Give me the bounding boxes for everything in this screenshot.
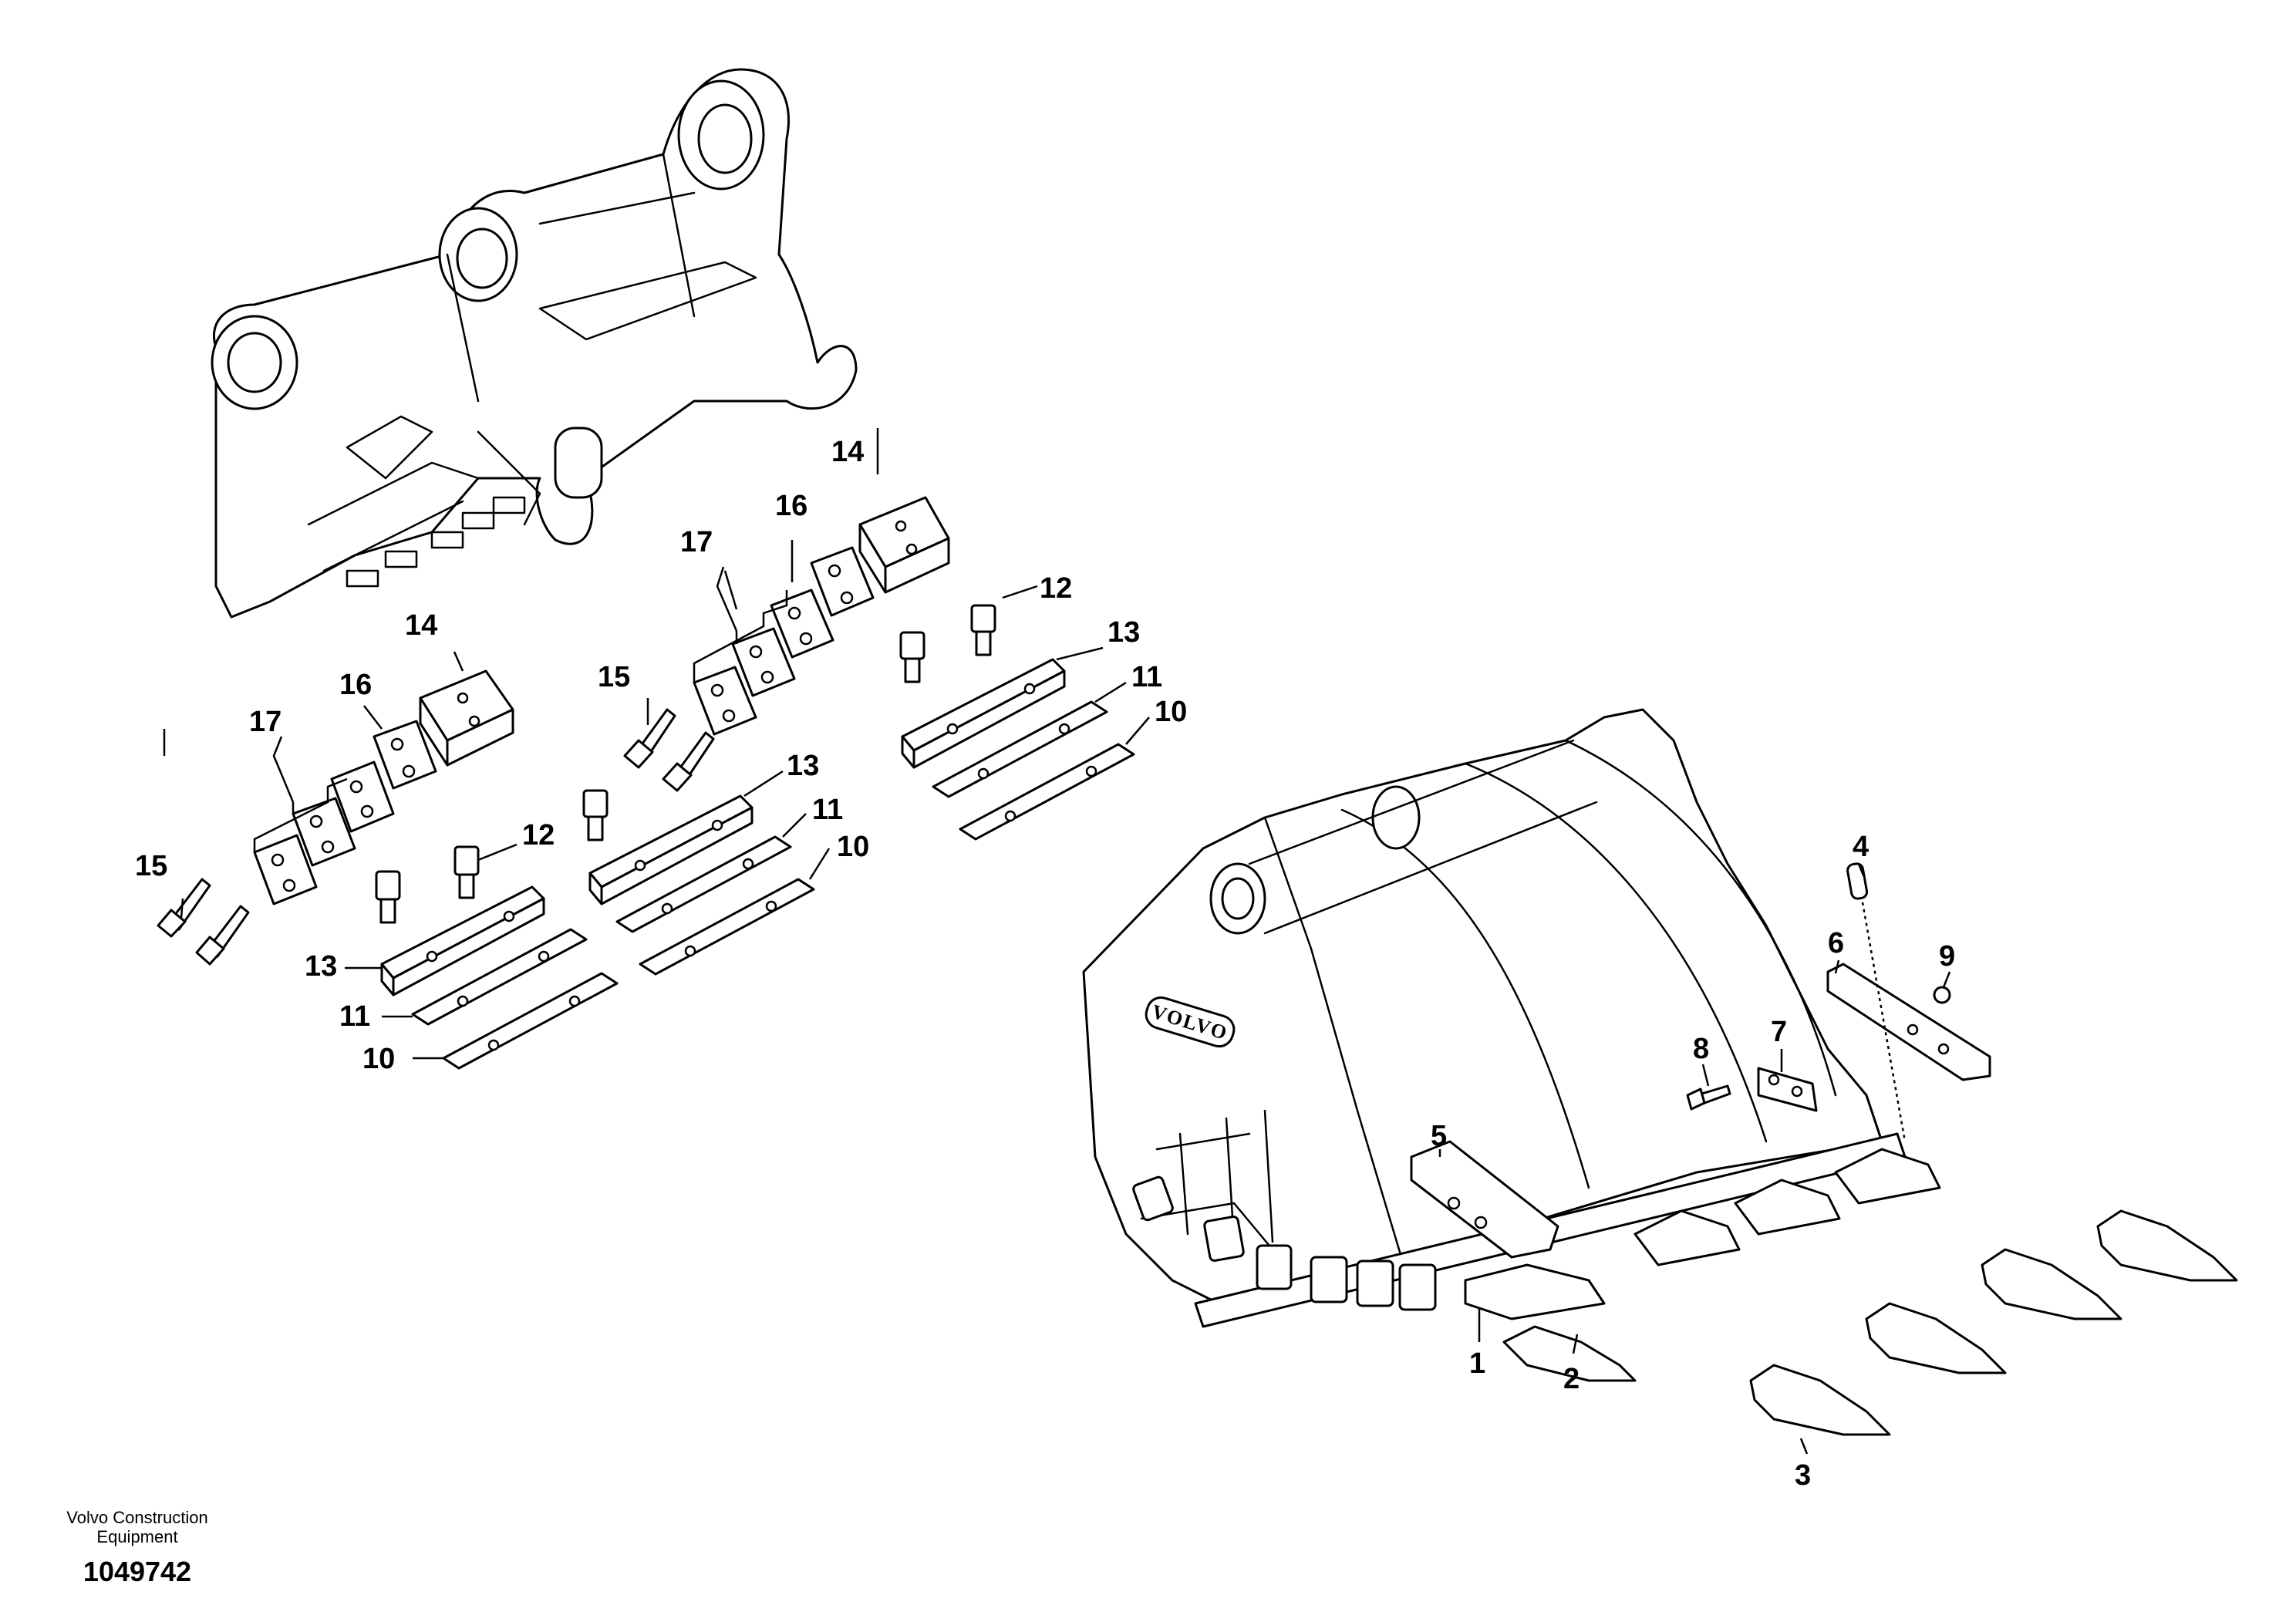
callout-13-right: 13 <box>1108 616 1140 649</box>
drawing-footer: Volvo Construction Equipment 1049742 <box>66 1508 207 1587</box>
quick-coupler <box>211 68 858 619</box>
callout-7: 7 <box>1771 1016 1787 1048</box>
callout-16-left: 16 <box>339 669 372 701</box>
callout-labels: 1 2 3 4 5 6 7 8 9 10 10 10 11 11 11 12 1… <box>135 436 1955 1492</box>
leader-lines <box>163 428 1951 1455</box>
drawing-number: 1049742 <box>83 1556 191 1587</box>
callout-15-right: 15 <box>598 661 630 693</box>
callout-5: 5 <box>1431 1120 1447 1152</box>
callout-10-right: 10 <box>1155 696 1187 728</box>
teeth-set <box>1502 1209 2238 1436</box>
callout-17-left: 17 <box>249 706 282 738</box>
callout-3: 3 <box>1795 1459 1811 1492</box>
bolt-12-left-b <box>453 845 480 899</box>
callout-10-left: 10 <box>362 1043 395 1075</box>
wear-pad-set-right <box>582 496 1135 976</box>
callout-1: 1 <box>1469 1347 1485 1380</box>
callout-8: 8 <box>1693 1033 1709 1065</box>
callout-17-right: 17 <box>680 526 713 558</box>
callout-10-middle: 10 <box>837 831 869 863</box>
callout-13-left: 13 <box>305 950 337 983</box>
bucket: VOLVO <box>1082 708 1991 1328</box>
callout-9: 9 <box>1939 940 1955 973</box>
wear-pad-set-left <box>157 669 619 1070</box>
callout-11-left: 11 <box>339 1000 370 1033</box>
callout-11-right: 11 <box>1131 661 1162 693</box>
callout-12-left: 12 <box>522 819 555 851</box>
bolt-12-left-a <box>375 870 401 924</box>
callout-14-right: 14 <box>831 436 864 468</box>
callout-13-middle: 13 <box>787 750 819 782</box>
callout-12-right: 12 <box>1040 572 1072 605</box>
side-shrouds <box>1132 1175 1437 1311</box>
callout-4: 4 <box>1853 831 1869 863</box>
callout-6: 6 <box>1828 927 1844 959</box>
publisher-line-1: Volvo Construction <box>66 1508 207 1527</box>
callout-11-middle: 11 <box>812 794 843 826</box>
callout-16-right: 16 <box>775 490 807 522</box>
publisher-line-2: Equipment <box>96 1527 177 1546</box>
callout-15-left: 15 <box>135 850 167 882</box>
callout-2: 2 <box>1563 1363 1580 1395</box>
callout-14-left: 14 <box>405 609 437 642</box>
